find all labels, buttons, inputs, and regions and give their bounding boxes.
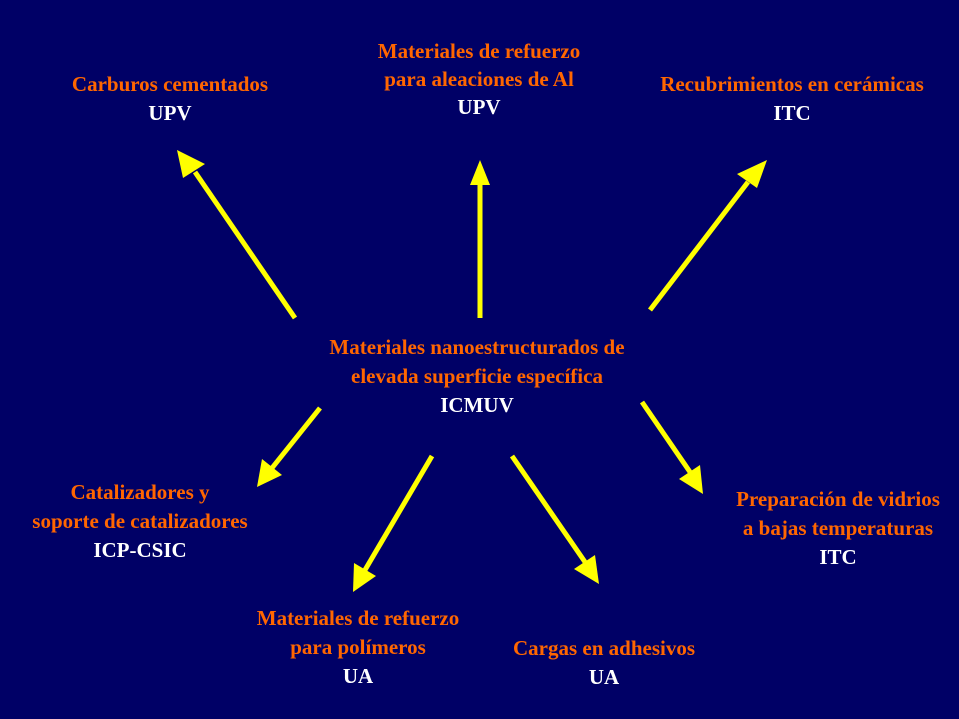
node-carburos-title: Carburos cementados — [71, 72, 269, 96]
arrow-to-catalizadores — [257, 406, 322, 487]
node-adhesivos-title: Cargas en adhesivos — [512, 636, 696, 660]
arrow-to-polimeros — [353, 454, 435, 592]
arrow-to-carburos — [177, 150, 298, 320]
node-polimeros-title-line-2: para polímeros — [290, 635, 426, 659]
node-catalizadores-org: ICP-CSIC — [93, 538, 187, 562]
node-vidrios: Preparación de vidrios a bajas temperatu… — [736, 485, 940, 572]
node-vidrios-title-line-1: Preparación de vidrios — [736, 487, 940, 511]
node-catalizadores-title-line-2: soporte de catalizadores — [32, 509, 248, 533]
node-catalizadores: Catalizadores y soporte de catalizadores… — [32, 478, 247, 565]
node-carburos-org: UPV — [148, 101, 192, 125]
node-catalizadores-title-line-1: Catalizadores y — [70, 480, 210, 504]
center-org: ICMUV — [440, 393, 514, 417]
node-ceramicas: Recubrimientos en cerámicas ITC — [660, 70, 924, 128]
arrow-to-adhesivos — [509, 454, 599, 584]
node-refuerzo-al-title-line-1: Materiales de refuerzo — [377, 39, 581, 63]
node-ceramicas-title: Recubrimientos en cerámicas — [660, 72, 924, 96]
arrow-to-refuerzo-al — [470, 160, 490, 318]
center-title-line-2: elevada superficie específica — [351, 364, 603, 388]
node-carburos: Carburos cementados UPV — [72, 70, 268, 128]
node-polimeros: Materiales de refuerzo para polímeros UA — [257, 604, 460, 691]
arrow-to-vidrios — [639, 400, 703, 494]
node-polimeros-title-line-1: Materiales de refuerzo — [256, 606, 460, 630]
node-vidrios-title-line-2: a bajas temperaturas — [742, 516, 934, 540]
node-refuerzo-al-title-line-2: para aleaciones de Al — [384, 67, 574, 91]
node-refuerzo-al: Materiales de refuerzo para aleaciones d… — [378, 37, 581, 121]
node-adhesivos-org: UA — [588, 665, 620, 689]
node-polimeros-org: UA — [342, 664, 374, 688]
center-node: Materiales nanoestructurados de elevada … — [329, 333, 624, 420]
node-ceramicas-org: ITC — [773, 101, 811, 125]
arrow-to-ceramicas — [648, 160, 767, 312]
node-adhesivos: Cargas en adhesivos UA — [513, 634, 695, 692]
node-vidrios-org: ITC — [819, 545, 857, 569]
center-title-line-1: Materiales nanoestructurados de — [329, 335, 625, 359]
node-refuerzo-al-org: UPV — [457, 95, 501, 119]
